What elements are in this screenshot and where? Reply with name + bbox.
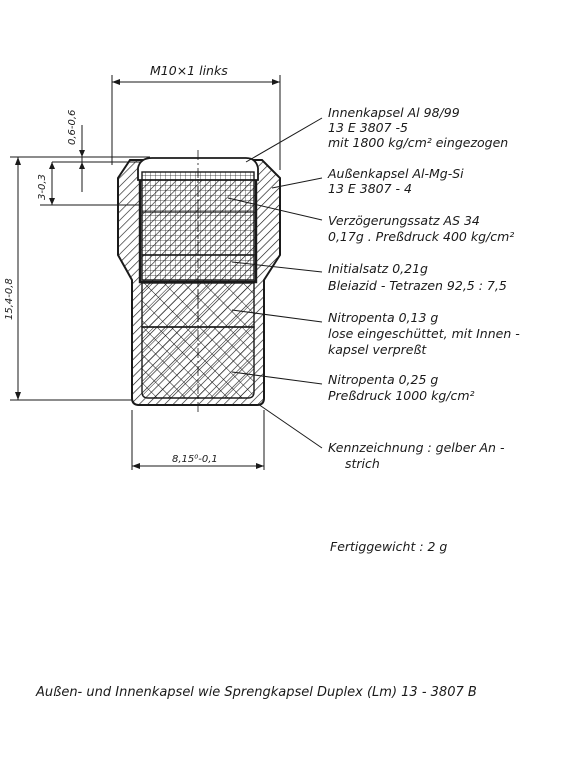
callout-labels: Innenkapsel Al 98/99 13 E 3807 -5 mit 18… xyxy=(327,105,524,471)
label-nitropenta-pressed: Nitropenta 0,25 g Preßdruck 1000 kg/cm² xyxy=(328,372,475,403)
dimension-lines xyxy=(10,75,281,470)
label-marking: Kennzeichnung : gelber An - strich xyxy=(328,440,508,471)
finished-weight-note: Fertiggewicht : 2 g xyxy=(330,539,447,554)
footer-note: Außen- und Innenkapsel wie Sprengkapsel … xyxy=(35,685,477,700)
dim-mid-label: 3-0,3 xyxy=(37,174,48,200)
label-inner-capsule: Innenkapsel Al 98/99 13 E 3807 -5 mit 18… xyxy=(328,105,508,150)
capsule-section-drawing xyxy=(117,150,281,415)
label-outer-capsule: Außenkapsel Al-Mg-Si 13 E 3807 - 4 xyxy=(327,166,468,196)
dim-height-label: 15,4-0,8 xyxy=(4,278,15,320)
label-delay-charge: Verzögerungssatz AS 34 0,17g . Preßdruck… xyxy=(328,213,514,244)
label-initial-charge: Initialsatz 0,21g Bleiazid - Tetrazen 92… xyxy=(328,261,507,293)
dim-width-label: 8,15⁰-0,1 xyxy=(172,454,218,465)
label-nitropenta-loose: Nitropenta 0,13 g lose eingeschüttet, mi… xyxy=(328,310,524,357)
thread-dimension-label: M10×1 links xyxy=(150,63,228,78)
leader-lines xyxy=(227,117,323,449)
dim-top-label: 0,6-0,6 xyxy=(67,110,78,145)
